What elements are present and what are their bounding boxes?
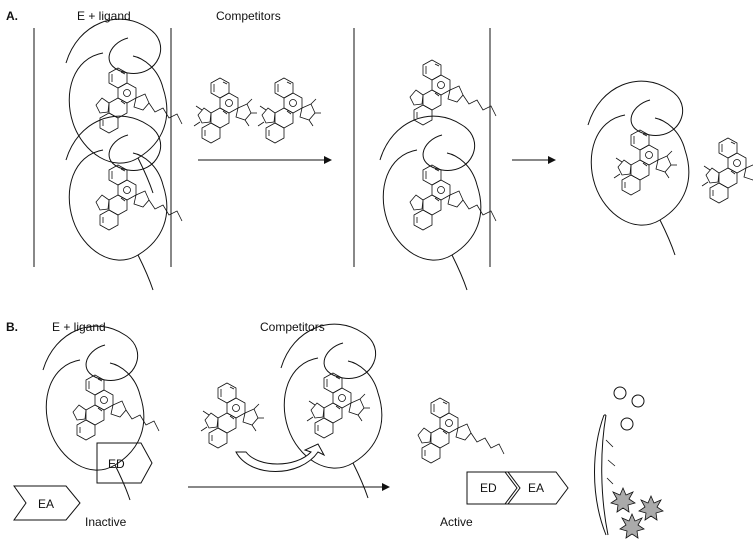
enzyme-competitor-complex: [280, 323, 383, 499]
enzyme-ligand-complex: [42, 325, 159, 501]
product-burst: [638, 495, 664, 521]
ed-fragment-active: ED: [466, 471, 521, 505]
competitor-molecule: [194, 78, 257, 143]
released-ligand: [410, 60, 496, 125]
enzyme-ligand-complex: [65, 18, 182, 194]
cleaved-chain: [594, 414, 609, 536]
substrate-circle: [631, 394, 645, 408]
panel-a: A. E + ligand Competitors: [6, 9, 753, 291]
released-ligand: [418, 398, 504, 463]
ea-fragment-active: EA: [504, 471, 569, 505]
curved-arrow: [235, 443, 326, 472]
product-burst: [619, 513, 645, 539]
substrate-circle: [613, 386, 627, 400]
ea-label-active: EA: [528, 481, 544, 495]
enzyme-competitor-complex: [587, 80, 690, 256]
panel-a-label: A.: [6, 9, 18, 23]
panel-b-e-ligand-label: E + ligand: [52, 320, 106, 334]
enzyme-ligand-complex: [379, 115, 496, 291]
panel-b-label: B.: [6, 320, 18, 334]
panel-b: B. E + ligand Competitors ED EA Inactive: [6, 320, 664, 539]
ed-label-active: ED: [480, 481, 497, 495]
competitor-molecule: [258, 78, 321, 143]
substrate-circle: [620, 417, 634, 431]
ea-label: EA: [38, 497, 54, 511]
panel-a-competitors-label: Competitors: [216, 9, 281, 23]
ed-fragment: ED: [96, 442, 153, 484]
competitor-molecule: [201, 383, 264, 448]
competitor-molecule: [702, 138, 753, 203]
ed-label: ED: [108, 457, 125, 471]
inactive-label: Inactive: [85, 515, 127, 529]
ea-fragment: EA: [13, 485, 81, 521]
active-label: Active: [440, 515, 473, 529]
cleavage-marks: [605, 439, 616, 485]
panel-a-e-ligand-label: E + ligand: [77, 9, 131, 23]
panel-b-competitors-label: Competitors: [260, 320, 325, 334]
product-burst: [610, 487, 636, 513]
